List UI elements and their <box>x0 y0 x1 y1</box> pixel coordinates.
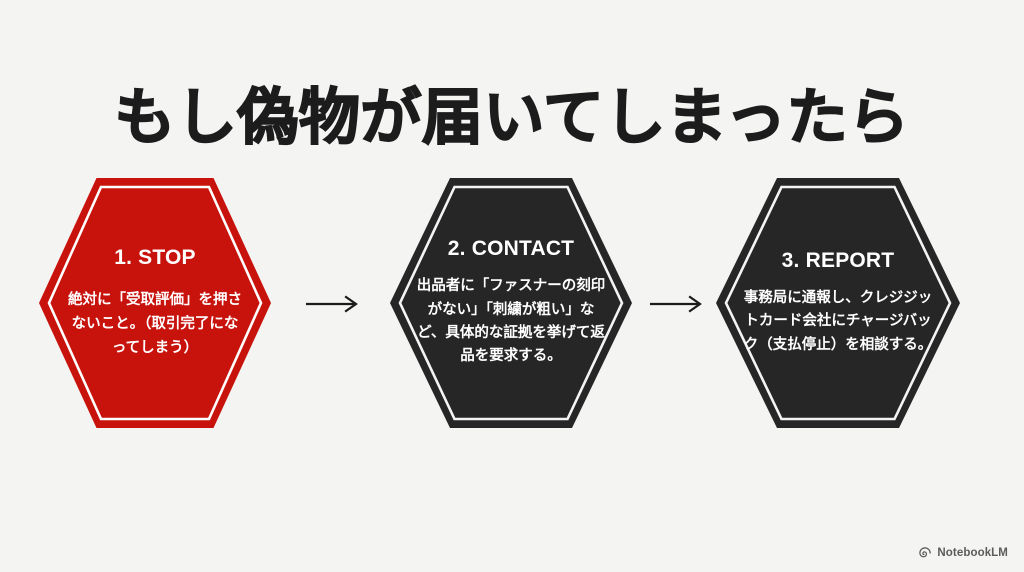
flow-step-stop[interactable]: 1. STOP 絶対に「受取評価」を押さないこと。（取引完了になってしまう） <box>38 176 272 430</box>
flow-step-report-heading: 3. REPORT <box>781 248 895 272</box>
flow-step-report-content: 3. REPORT 事務局に通報し、クレジジットカード会社にチャージバック（支払… <box>714 176 962 430</box>
flow-arrow-2 <box>642 294 708 314</box>
flow-step-contact-content: 2. CONTACT 出品者に「ファスナーの刻印がない」「刺繍が粗い」など、具体… <box>388 176 634 430</box>
flow-step-contact-body: 出品者に「ファスナーの刻印がない」「刺繍が粗い」など、具体的な証拠を挙げて返品を… <box>416 278 606 365</box>
flow-step-stop-content: 1. STOP 絶対に「受取評価」を押さないこと。（取引完了になってしまう） <box>38 176 272 430</box>
process-flow: 1. STOP 絶対に「受取評価」を押さないこと。（取引完了になってしまう） 2… <box>0 176 1024 430</box>
notebooklm-watermark: NotebookLM <box>918 546 1008 560</box>
hexagon-shape-report <box>716 178 960 428</box>
flow-step-contact-heading: 2. CONTACT <box>447 237 575 261</box>
flow-step-stop-body: 絶対に「受取評価」を押さないこと。（取引完了になってしまう） <box>68 291 242 357</box>
flow-arrow-1 <box>282 294 378 314</box>
arrow-right-icon <box>306 295 358 313</box>
notebooklm-spiral-icon <box>919 547 932 558</box>
notebooklm-watermark-label: NotebookLM <box>937 547 1008 559</box>
page-title: もし偽物が届いてしまったら <box>114 82 910 151</box>
flow-step-report-body: 事務局に通報し、クレジジットカード会社にチャージバック（支払停止）を相談する。 <box>743 289 933 353</box>
flow-step-stop-heading: 1. STOP <box>114 245 196 269</box>
flow-step-contact[interactable]: 2. CONTACT 出品者に「ファスナーの刻印がない」「刺繍が粗い」など、具体… <box>388 176 634 430</box>
hexagon-shape-stop <box>39 178 271 428</box>
flow-step-report[interactable]: 3. REPORT 事務局に通報し、クレジジットカード会社にチャージバック（支払… <box>714 176 962 430</box>
arrow-right-icon <box>650 295 702 313</box>
hexagon-shape-contact <box>390 178 632 428</box>
